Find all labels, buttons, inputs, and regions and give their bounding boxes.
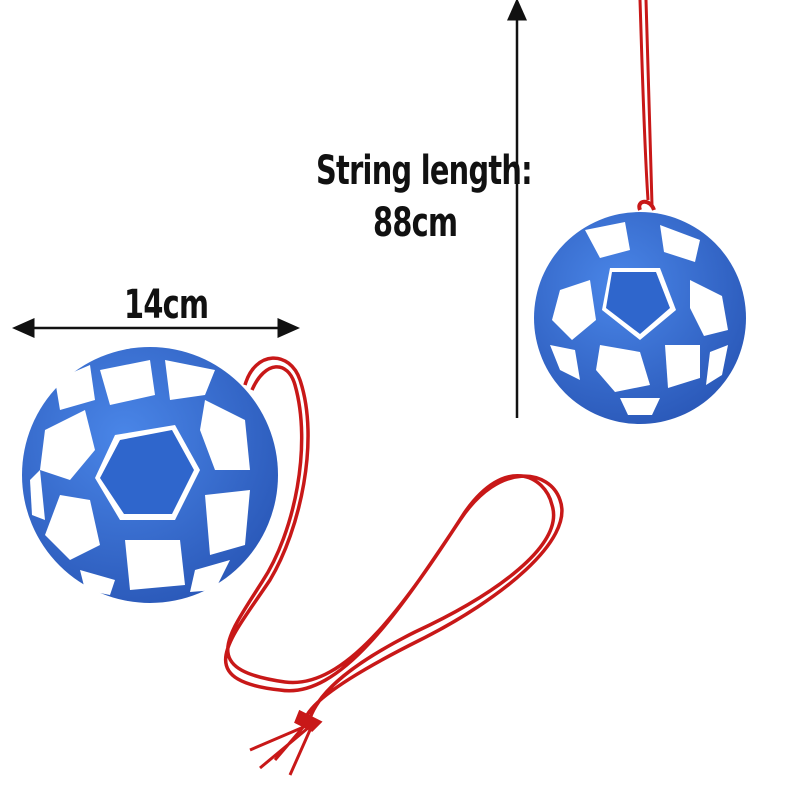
string-knot [249, 709, 323, 776]
hanging-string [638, 0, 654, 206]
string-length-label: String length: [316, 148, 533, 194]
ball-right [534, 199, 746, 424]
string-length-value: 88cm [373, 200, 458, 246]
ball-left [22, 347, 278, 603]
width-value: 14cm [124, 282, 209, 328]
loose-string [223, 356, 564, 721]
